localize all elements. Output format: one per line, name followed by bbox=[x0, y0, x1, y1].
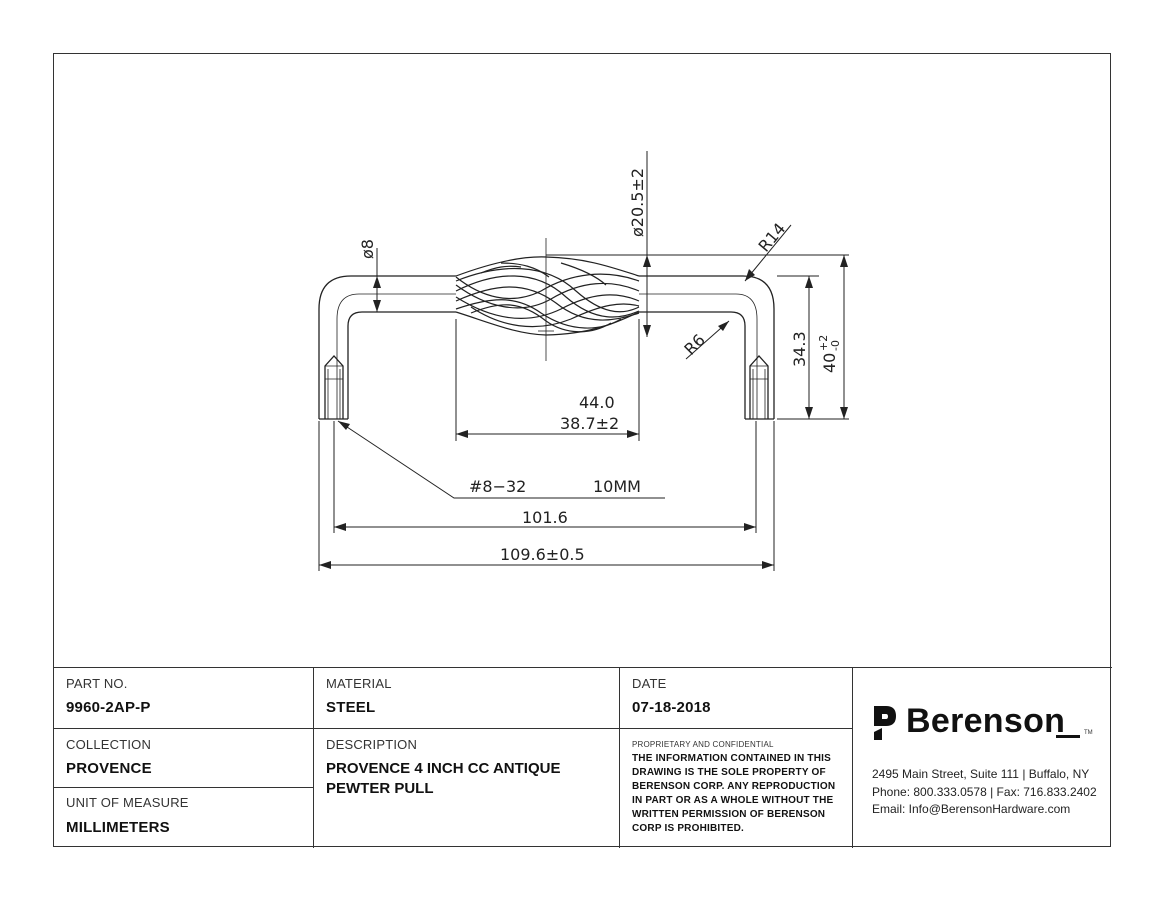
description-value: PROVENCE 4 INCH CC ANTIQUE PEWTER PULL bbox=[326, 760, 561, 797]
tapped-hole-right bbox=[749, 355, 769, 419]
dim-44: 44.0 bbox=[579, 393, 615, 412]
dim-40-tol-plus: +2 bbox=[817, 335, 830, 351]
date-value: 07-18-2018 bbox=[632, 699, 711, 716]
dim-r14: R14 bbox=[755, 219, 790, 255]
unit-label: UNIT OF MEASURE bbox=[66, 795, 189, 810]
dim-38: 38.7±2 bbox=[560, 414, 619, 433]
dim-40: 40 bbox=[820, 353, 839, 373]
unit-value: MILLIMETERS bbox=[66, 819, 170, 836]
collection-label: COLLECTION bbox=[66, 737, 152, 752]
drawing-sheet: ø8 ø20.5±2 R14 R6 34.3 40 +2 -0 44.0 38.… bbox=[53, 53, 1112, 848]
description-label: DESCRIPTION bbox=[326, 737, 418, 752]
dim-34: 34.3 bbox=[790, 331, 809, 367]
trademark: TM bbox=[1084, 730, 1093, 736]
company-email: Email: Info@BerensonHardware.com bbox=[872, 802, 1071, 816]
dim-dia-20: ø20.5±2 bbox=[628, 168, 647, 237]
proprietary-title: PROPRIETARY AND CONFIDENTIAL bbox=[632, 740, 774, 749]
company-name: Berenson bbox=[906, 702, 1066, 740]
dim-101: 101.6 bbox=[522, 508, 568, 527]
company-phone: Phone: 800.333.0578 | Fax: 716.833.2402 bbox=[872, 785, 1097, 799]
dim-dia-8: ø8 bbox=[358, 239, 377, 259]
dim-thread: #8−32 bbox=[469, 477, 526, 496]
berenson-logo-icon bbox=[874, 706, 896, 740]
collection-value: PROVENCE bbox=[66, 760, 152, 777]
dim-thread-len: 10MM bbox=[593, 477, 641, 496]
handle-outline bbox=[318, 275, 456, 419]
dim-r6: R6 bbox=[680, 330, 708, 358]
date-label: DATE bbox=[632, 676, 667, 691]
material-label: MATERIAL bbox=[326, 676, 392, 691]
company-address: 2495 Main Street, Suite 111 | Buffalo, N… bbox=[872, 767, 1090, 781]
title-block: PART NO. 9960-2AP-P MATERIAL STEEL DATE … bbox=[54, 667, 1112, 848]
dim-40-tol-minus: -0 bbox=[829, 340, 842, 351]
tapped-hole-left bbox=[324, 355, 344, 419]
dim-109: 109.6±0.5 bbox=[500, 545, 585, 564]
proprietary-text: THE INFORMATION CONTAINED IN THIS DRAWIN… bbox=[632, 753, 836, 834]
technical-drawing: ø8 ø20.5±2 R14 R6 34.3 40 +2 -0 44.0 38.… bbox=[318, 151, 849, 571]
twisted-cage bbox=[455, 256, 640, 336]
part-no-value: 9960-2AP-P bbox=[66, 699, 151, 716]
material-value: STEEL bbox=[326, 699, 376, 716]
logo-underline bbox=[1056, 735, 1080, 738]
part-no-label: PART NO. bbox=[66, 676, 128, 691]
